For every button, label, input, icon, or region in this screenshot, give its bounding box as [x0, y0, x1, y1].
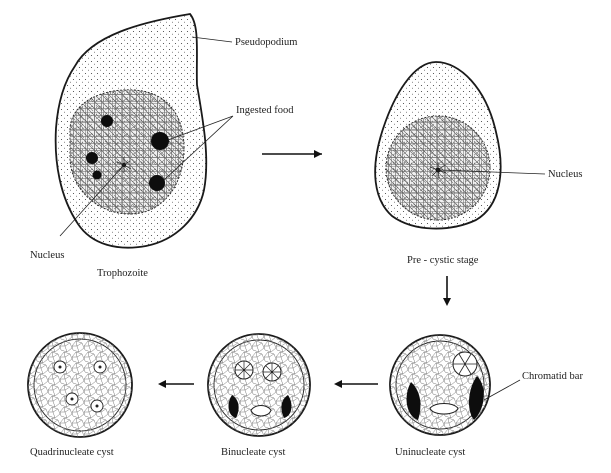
nucleus-left-leader [59, 166, 123, 237]
binucleate-vacuole [250, 405, 272, 417]
label-pseudopodium: Pseudopodium [235, 37, 297, 48]
quad-nucleus-2 [93, 360, 107, 374]
binucleate-chromatid-right [281, 395, 292, 418]
nucleus-right [429, 162, 447, 179]
nucleus-right-leader [439, 169, 546, 175]
chromatid-bar-leader [483, 379, 521, 401]
trophozoite-cell [54, 13, 208, 249]
binucleate-nucleus-1 [234, 360, 254, 380]
binucleate-chromatid-left [228, 395, 239, 418]
chromatid-bar-left [406, 382, 421, 420]
quadrinucleate-cyst [27, 332, 133, 438]
binucleate-cyst [207, 333, 311, 437]
uninucleate-nucleus [452, 351, 478, 377]
arrow-left-1 [334, 380, 378, 388]
arrow-left-2 [158, 380, 194, 388]
glycogen-vacuole [429, 403, 459, 415]
ingested-food-leader [163, 115, 234, 181]
ingested-food-vacuoles [86, 115, 169, 191]
label-trophozoite: Trophozoite [97, 268, 148, 279]
quad-nucleus-3 [65, 392, 79, 406]
label-binucleate-cyst: Binucleate cyst [221, 447, 286, 458]
pseudopodium-leader [191, 36, 233, 43]
uninucleate-cyst [389, 334, 491, 436]
label-nucleus-right: Nucleus [548, 169, 582, 180]
label-pre-cystic-stage: Pre - cystic stage [407, 255, 479, 266]
arrow-right [262, 150, 322, 158]
quad-nucleus-4 [90, 399, 104, 413]
quad-nucleus-1 [53, 360, 67, 374]
label-nucleus-left: Nucleus [30, 250, 64, 261]
label-uninucleate-cyst: Uninucleate cyst [395, 447, 465, 458]
pre-cystic-cell [374, 61, 502, 230]
label-quadrinucleate-cyst: Quadrinucleate cyst [30, 447, 114, 458]
label-chromatid-bar: Chromatid bar [522, 371, 583, 382]
chromatid-bar-right [468, 376, 484, 420]
label-ingested-food: Ingested food [236, 105, 294, 116]
arrow-down [443, 276, 451, 306]
binucleate-nucleus-2 [262, 362, 282, 382]
